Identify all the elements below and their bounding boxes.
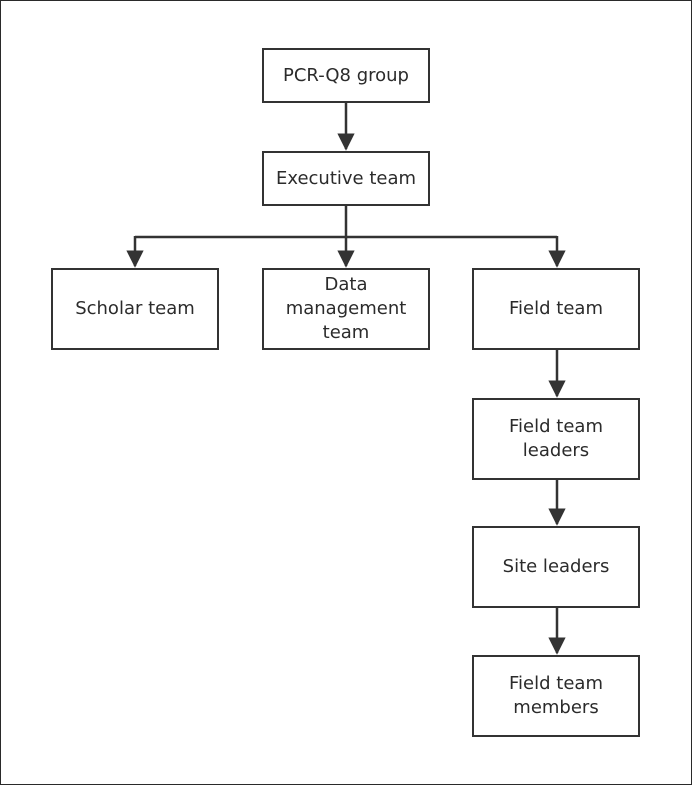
node-field-team-leaders: Field team leaders [472,398,640,480]
node-label: Data management team [285,274,407,343]
node-label: Site leaders [502,556,610,577]
node-site-leaders: Site leaders [472,526,640,608]
node-field-team: Field team [472,268,640,350]
node-label: Field team [509,298,603,319]
node-label: Executive team [275,167,417,189]
node-pcr-q8-group: PCR-Q8 group [262,48,430,103]
node-label: Scholar team [75,298,195,319]
node-scholar-team: Scholar team [51,268,219,350]
node-label: Field team members [509,673,603,718]
node-data-management-team: Data management team [262,268,430,350]
node-label: PCR-Q8 group [283,64,409,86]
node-executive-team: Executive team [262,151,430,206]
node-field-team-members: Field team members [472,655,640,737]
node-label: Field team leaders [509,416,603,461]
